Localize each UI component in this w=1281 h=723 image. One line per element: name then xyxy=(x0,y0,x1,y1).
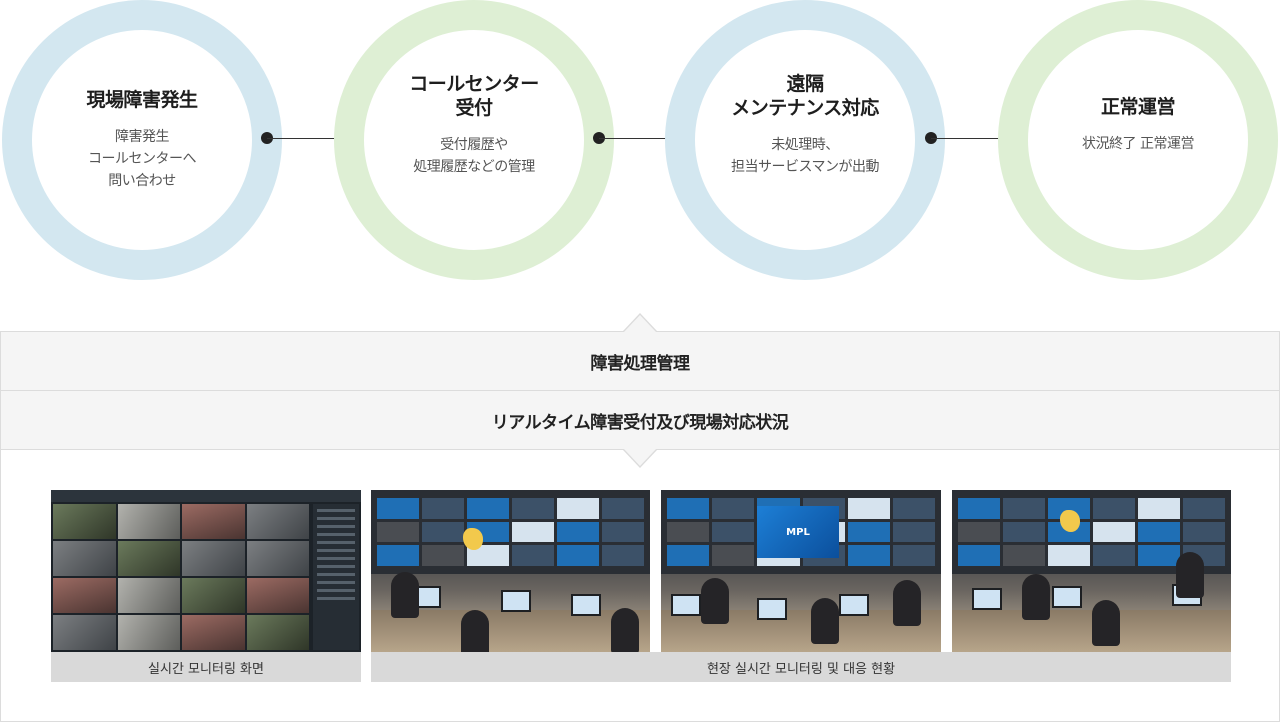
screen-logo: MPL xyxy=(757,506,839,558)
control-room-photo-3 xyxy=(952,490,1231,652)
step-2-title-line: 受付 xyxy=(455,97,493,119)
step-circle-2: コールセンター 受付 受付履歴や 処理履歴などの管理 xyxy=(334,0,614,280)
notch-up-fill xyxy=(624,315,656,332)
step-1-desc-line: コールセンターへ xyxy=(88,151,197,167)
control-room-photo-2: MPL xyxy=(661,490,941,652)
step-4-title: 正常運営 xyxy=(1100,96,1176,118)
control-room-photo-1 xyxy=(371,490,650,652)
step-1-title: 現場障害発生 xyxy=(86,89,198,111)
step-circle-1: 現場障害発生 障害発生 コールセンターへ 問い合わせ xyxy=(2,0,282,280)
step-2-title-line: コールセンター xyxy=(409,73,539,95)
monitoring-software-screenshot xyxy=(51,490,361,652)
step-2-desc-line: 受付履歴や xyxy=(440,137,508,153)
notch-down-fill xyxy=(624,449,656,466)
step-4-desc-line: 状況終了 正常運営 xyxy=(1082,136,1194,152)
software-toolbar xyxy=(51,490,361,502)
step-3-title: 遠隔 メンテナンス対応 xyxy=(731,72,879,120)
step-2-desc-line: 処理履歴などの管理 xyxy=(413,159,535,175)
step-3-desc-line: 未処理時、 xyxy=(771,137,839,153)
map-display xyxy=(1060,510,1080,532)
step-3-desc: 未処理時、 担当サービスマンが出動 xyxy=(730,134,880,178)
step-circle-3: 遠隔 メンテナンス対応 未処理時、 担当サービスマンが出動 xyxy=(665,0,945,280)
step-2-desc: 受付履歴や 処理履歴などの管理 xyxy=(413,134,535,178)
caption-software: 실시간 모니터링 화면 xyxy=(51,652,361,682)
panel-subheading: リアルタイム障害受付及び現場対応状況 xyxy=(1,391,1279,450)
step-3-title-line: メンテナンス対応 xyxy=(731,97,879,119)
step-1-desc-line: 障害発生 xyxy=(115,129,170,145)
camera-grid xyxy=(53,504,309,650)
step-3-desc-line: 担当サービスマンが出動 xyxy=(730,159,880,175)
step-4-desc: 状況終了 正常運営 xyxy=(1082,133,1194,155)
software-side-panel xyxy=(313,504,359,650)
step-2-title: コールセンター 受付 xyxy=(409,72,539,120)
panel-heading: 障害処理管理 xyxy=(1,332,1279,391)
map-display xyxy=(463,528,483,550)
step-1-desc: 障害発生 コールセンターへ 問い合わせ xyxy=(88,126,197,192)
step-1-desc-line: 問い合わせ xyxy=(108,173,176,189)
caption-site: 현장 실시간 모니터링 및 대응 현황 xyxy=(371,652,1231,682)
step-circle-4: 正常運営 状況終了 正常運営 xyxy=(998,0,1278,280)
step-3-title-line: 遠隔 xyxy=(786,73,824,95)
